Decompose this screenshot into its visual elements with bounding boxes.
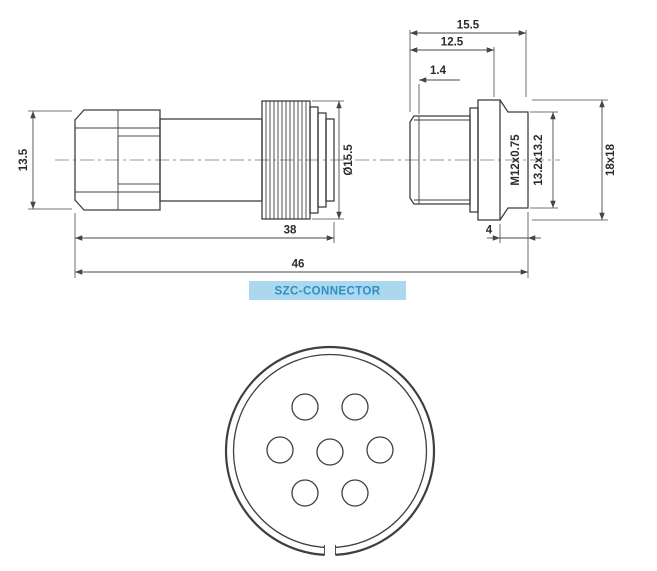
right-dimensions: 13.2x13.2 18x18 M12x0.75 (510, 99, 617, 221)
dim-square-inner-label: 13.2x13.2 (533, 134, 545, 185)
pin-hole (266, 436, 294, 464)
knurl-hatching (265, 101, 307, 219)
bottom-extension-lines (74, 212, 529, 278)
dim-body-height-label: 13.5 (18, 148, 30, 171)
badge-label: SZC-CONNECTOR (275, 286, 381, 298)
hex-body-outline (74, 109, 161, 211)
right-extension-lines (530, 99, 608, 221)
dim-flange-depth-label: 4 (486, 225, 493, 237)
dim-top-width-label: 15.5 (457, 20, 480, 32)
dim-chamfer-label: 1.4 (430, 65, 447, 77)
pin-hole (291, 393, 319, 421)
badge-background (249, 281, 406, 300)
keyway-mask (324, 543, 336, 558)
bottom-dimensions: 38 4 46 (74, 212, 541, 278)
dim-mid-width-label: 12.5 (441, 37, 464, 49)
pin-hole (366, 436, 394, 464)
side-view-body (74, 100, 335, 220)
thread-spec-label: M12x0.75 (510, 134, 522, 186)
pin-face-view (224, 345, 436, 558)
keyway-notch (324, 545, 336, 555)
dim-total-length-label: 46 (292, 259, 305, 271)
thread-lines (414, 119, 470, 201)
flange-body (477, 99, 501, 221)
side-view-threaded-end (409, 99, 529, 221)
dim-body-length-label: 38 (284, 225, 297, 237)
step-ring-3 (325, 118, 335, 202)
pin-hole-center (316, 438, 344, 466)
hex-flat-lines (75, 127, 160, 193)
face-outer-circle (224, 345, 436, 557)
product-label-badge: SZC-CONNECTOR (249, 281, 406, 300)
dim-knurl-diameter-label: Ø15.5 (343, 144, 355, 176)
top-dimensions: 15.5 12.5 1.4 (409, 20, 527, 114)
square-flange-chamfer (499, 99, 529, 221)
pin-hole (341, 479, 369, 507)
pin-hole (291, 479, 319, 507)
left-dimensions: 13.5 Ø15.5 (18, 100, 355, 220)
dim-square-outer-label: 18x18 (605, 143, 617, 176)
top-extension-lines (409, 30, 527, 114)
left-extension-lines (28, 100, 344, 220)
face-inner-circle (232, 353, 428, 549)
pin-hole (341, 393, 369, 421)
